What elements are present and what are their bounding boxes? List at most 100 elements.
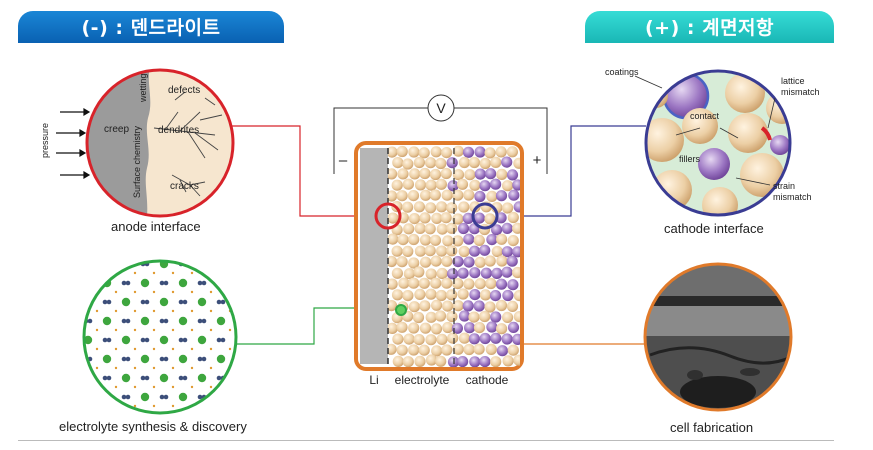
cell-particle (507, 321, 520, 333)
lattice-atom-orange (114, 309, 118, 313)
lattice-atom-orange (133, 271, 137, 275)
lattice-atom-green (121, 373, 131, 383)
cell-particle (502, 311, 514, 323)
creep-label: creep (104, 124, 129, 135)
lattice-atom-blue (216, 299, 222, 305)
lattice-atom-blue (121, 394, 127, 400)
lattice-atom-green (178, 278, 188, 288)
cell-particle (474, 190, 486, 203)
cell-particle (484, 255, 496, 267)
cell-particle (403, 223, 415, 235)
lattice-atom-orange (171, 404, 175, 408)
cathode-focus-ring (471, 202, 499, 230)
electrolyte-label: electrolyte (395, 373, 450, 387)
cell-particle (425, 179, 437, 191)
cell-particle (495, 278, 508, 290)
cell-particle (485, 343, 497, 355)
lattice-atom-orange (95, 271, 99, 275)
lattice-atom-blue (163, 280, 169, 286)
cell-particle (484, 301, 496, 313)
lattice-atom-green (140, 354, 150, 364)
lattice-atom-blue (106, 299, 112, 305)
lattice-atom-orange (133, 385, 137, 389)
cell-particle (474, 256, 486, 268)
cell-particle (452, 189, 464, 201)
dendrites-label: dendrites (158, 125, 199, 136)
cell-particle (424, 223, 436, 235)
cell-particle (469, 179, 481, 191)
cell-particle (458, 245, 470, 258)
lattice-atom-blue (240, 395, 245, 400)
lattice-atom-orange (248, 386, 250, 388)
lattice-atom-orange (190, 271, 194, 275)
cell-particle (436, 245, 448, 257)
lattice-atom-blue (106, 337, 112, 343)
cell-particle (408, 213, 421, 225)
cell-particle (397, 168, 409, 180)
lattice-atom-orange (114, 347, 118, 351)
cell-particle (436, 223, 448, 235)
lattice-atom-orange (152, 404, 156, 408)
cell-particle (452, 278, 464, 290)
lattice-atom-blue (217, 414, 222, 419)
cell-particle (414, 245, 426, 257)
cathode-connector (497, 125, 646, 217)
lattice-atom-blue (87, 318, 93, 324)
cell-particle (452, 343, 464, 355)
lattice-atom-blue (84, 280, 89, 286)
cell-particle (408, 257, 420, 269)
cell-particle (506, 255, 518, 267)
anode-dendrite-tab: (-) : 덴드라이트 (18, 11, 284, 42)
lattice-atom-blue (201, 280, 207, 286)
lattice-atom-orange (190, 328, 194, 332)
cell-particle (512, 246, 520, 258)
cell-particle (458, 156, 470, 169)
cell-particle (491, 224, 503, 236)
cell-particle (469, 201, 481, 213)
lattice-atom-blue (201, 318, 207, 324)
cell-particle (396, 256, 408, 268)
cell-particle (486, 234, 498, 246)
cell-particle (419, 234, 432, 246)
lattice-atom-orange (95, 366, 99, 370)
cell-particle (491, 267, 503, 279)
cell-particle (501, 222, 513, 234)
lattice-atom-blue (163, 394, 169, 400)
cell-particle (507, 344, 519, 356)
cell-particle (469, 289, 481, 301)
cell-particle (446, 222, 458, 234)
cell-particle (457, 356, 469, 367)
lattice-atom-orange (228, 328, 232, 332)
cell-particle (485, 277, 497, 290)
lattice-atom-blue (197, 280, 203, 286)
cell-particle (513, 354, 520, 366)
lattice-atom-blue (144, 299, 150, 305)
cell-particle (430, 277, 442, 289)
cell-particle (440, 167, 452, 180)
lattice-atom-green (84, 261, 93, 269)
lattice-atom-green (140, 392, 150, 402)
lattice-atom-blue (121, 356, 127, 362)
lattice-atom-blue (178, 375, 184, 381)
lattice-atom-orange (171, 328, 175, 332)
lattice-atom-orange (190, 290, 194, 294)
cell-particle (442, 300, 454, 312)
cell-particle (408, 233, 420, 246)
cell-particle (463, 233, 475, 245)
lattice-atom-blue (106, 261, 112, 267)
lattice-atom-blue (240, 281, 245, 286)
lattice-atom-green (197, 261, 207, 269)
lattice-atom-green (216, 316, 226, 326)
lattice-atom-blue (201, 356, 207, 362)
cell-particle (447, 332, 459, 344)
cell-particle (413, 156, 425, 169)
cell-particle (446, 245, 458, 257)
lattice-atom-green (197, 373, 207, 383)
lattice-atom-blue (235, 356, 236, 362)
cell-particle (424, 245, 436, 257)
cell-particle (452, 256, 464, 268)
cell-particle (441, 255, 453, 267)
lattice-atom-blue (183, 414, 188, 419)
lattice-atom-green (178, 354, 188, 364)
lattice-atom-blue (182, 337, 188, 343)
